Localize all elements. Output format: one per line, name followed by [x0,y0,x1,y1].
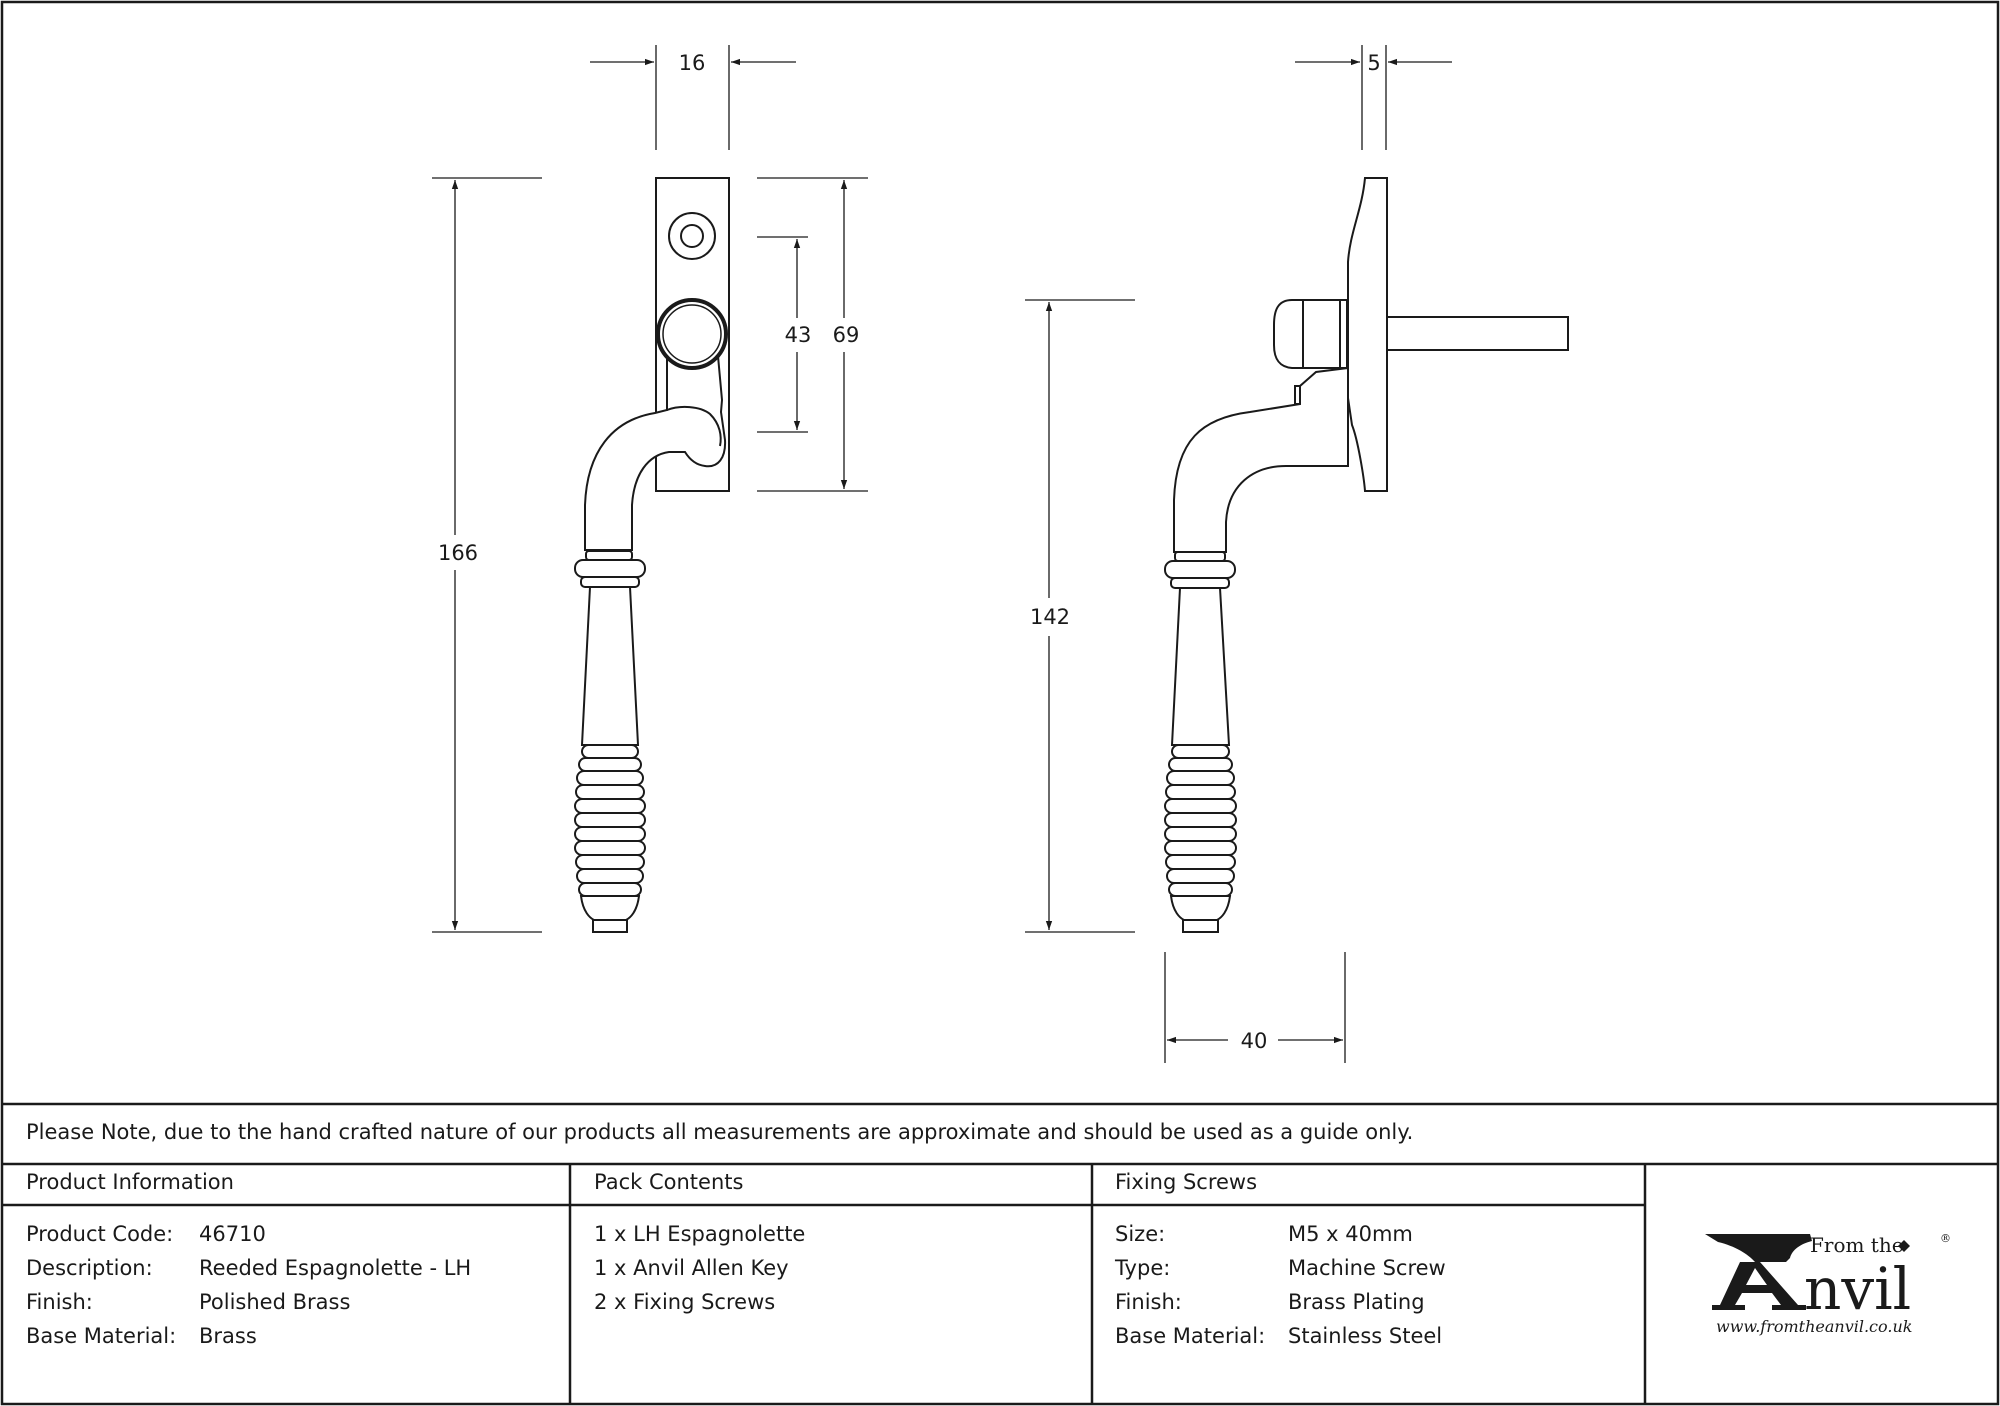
front-view-dimensions [432,45,868,933]
dim-front-height-overall: 166 [438,541,478,565]
dim-side-height: 142 [1030,605,1070,629]
dim-front-width: 16 [679,51,706,75]
screw-type-label: Type: [1115,1256,1171,1280]
description-label: Description: [26,1256,153,1280]
diamond-icon [1898,1240,1910,1252]
pack-item: 1 x Anvil Allen Key [594,1256,789,1280]
anvil-icon [1705,1234,1812,1262]
screw-finish-value: Brass Plating [1288,1290,1425,1314]
dim-side-plate-thickness: 5 [1367,51,1380,75]
screw-base-material-value: Stainless Steel [1288,1324,1443,1348]
side-reeded-grip [1164,744,1237,897]
fixing-screws-heading: Fixing Screws [1115,1170,1258,1194]
from-the-anvil-logo: nvil From the ® www.fromtheanvil.co.uk [1705,1232,1951,1336]
logo-registered-mark: ® [1940,1232,1951,1245]
logo-from-the: From the [1810,1233,1904,1257]
pack-item: 2 x Fixing Screws [594,1290,776,1314]
screw-size-label: Size: [1115,1222,1166,1246]
description-value: Reeded Espagnolette - LH [199,1256,472,1280]
front-view-handle [574,177,730,933]
logo-brand-rest: nvil [1804,1255,1911,1323]
dim-front-plate-height: 69 [833,323,860,347]
dim-front-spindle-offset: 43 [785,323,812,347]
pack-contents-heading: Pack Contents [594,1170,744,1194]
finish-label: Finish: [26,1290,93,1314]
base-material-label: Base Material: [26,1324,177,1348]
product-code-value: 46710 [199,1222,266,1246]
front-reeded-grip [574,744,646,897]
screw-type-value: Machine Screw [1288,1256,1446,1280]
base-material-value: Brass [199,1324,257,1348]
anvil-letter-a [1712,1262,1806,1310]
screw-base-material-label: Base Material: [1115,1324,1266,1348]
screw-size-value: M5 x 40mm [1288,1222,1413,1246]
measurement-note: Please Note, due to the hand crafted nat… [26,1120,1414,1144]
dim-side-projection: 40 [1241,1029,1268,1053]
pack-item: 1 x LH Espagnolette [594,1222,806,1246]
product-code-label: Product Code: [26,1222,174,1246]
finish-value: Polished Brass [199,1290,351,1314]
side-view-handle [1164,177,1569,933]
side-view-dimensions [1025,45,1452,1063]
screw-finish-label: Finish: [1115,1290,1182,1314]
product-information-heading: Product Information [26,1170,234,1194]
logo-url: www.fromtheanvil.co.uk [1716,1317,1912,1336]
